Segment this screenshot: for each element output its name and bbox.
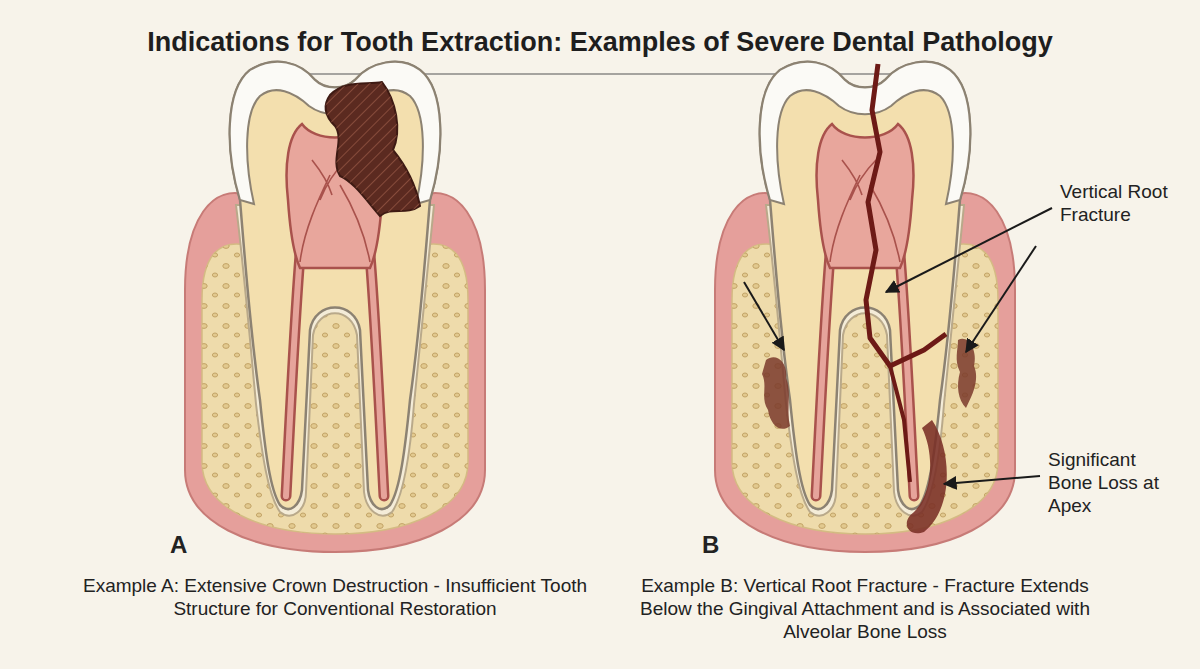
panel-caption: Example B: Vertical Root Fracture - Frac… — [615, 574, 1115, 644]
callout-label: Vertical Root Fracture — [1060, 180, 1180, 226]
panel-caption: Example A: Extensive Crown Destruction -… — [70, 574, 600, 620]
panel-letter: A — [170, 530, 210, 559]
tooth-a — [185, 62, 485, 552]
tooth-b — [715, 62, 1052, 552]
diagram-title: Indications for Tooth Extraction: Exampl… — [0, 26, 1200, 59]
callout-label: Significant Bone Loss at Apex — [1048, 448, 1173, 518]
panel-letter: B — [702, 530, 742, 559]
